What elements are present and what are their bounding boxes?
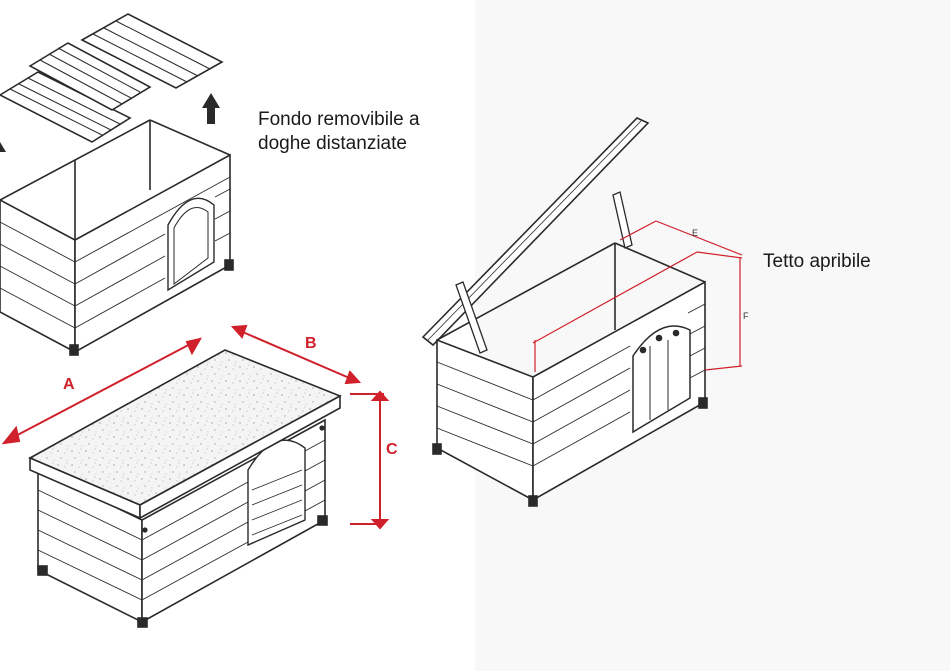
right-panel (475, 0, 950, 671)
dimension-lines-left (1, 324, 390, 530)
closed-kennel-drawing (28, 349, 342, 628)
dimension-label-c: C (386, 441, 398, 458)
dimension-label-a: A (63, 376, 75, 393)
floor-slat-panel-left (0, 71, 132, 143)
dimension-label-f: F (743, 311, 749, 321)
open-kennel-box (0, 119, 234, 356)
floor-caption-line-1: Fondo removibile a (258, 109, 420, 130)
floor-caption-line-2: doghe distanziate (258, 133, 407, 154)
roof-caption: Tetto apribile (763, 251, 871, 272)
floor-slat-panel-middle (28, 42, 152, 111)
exploded-kennel-drawing (0, 13, 234, 356)
dimension-lines-right (532, 220, 743, 372)
arrow-up-icon (202, 93, 220, 124)
floor-slat-panel-right (80, 13, 224, 89)
floor-caption: Fondo removibile a doghe distanziate (258, 108, 420, 156)
arrow-down-icon (0, 142, 6, 152)
open-roof-kennel-drawing (421, 117, 708, 507)
dimension-label-b: B (305, 335, 317, 352)
dimension-label-e: E (692, 228, 699, 238)
